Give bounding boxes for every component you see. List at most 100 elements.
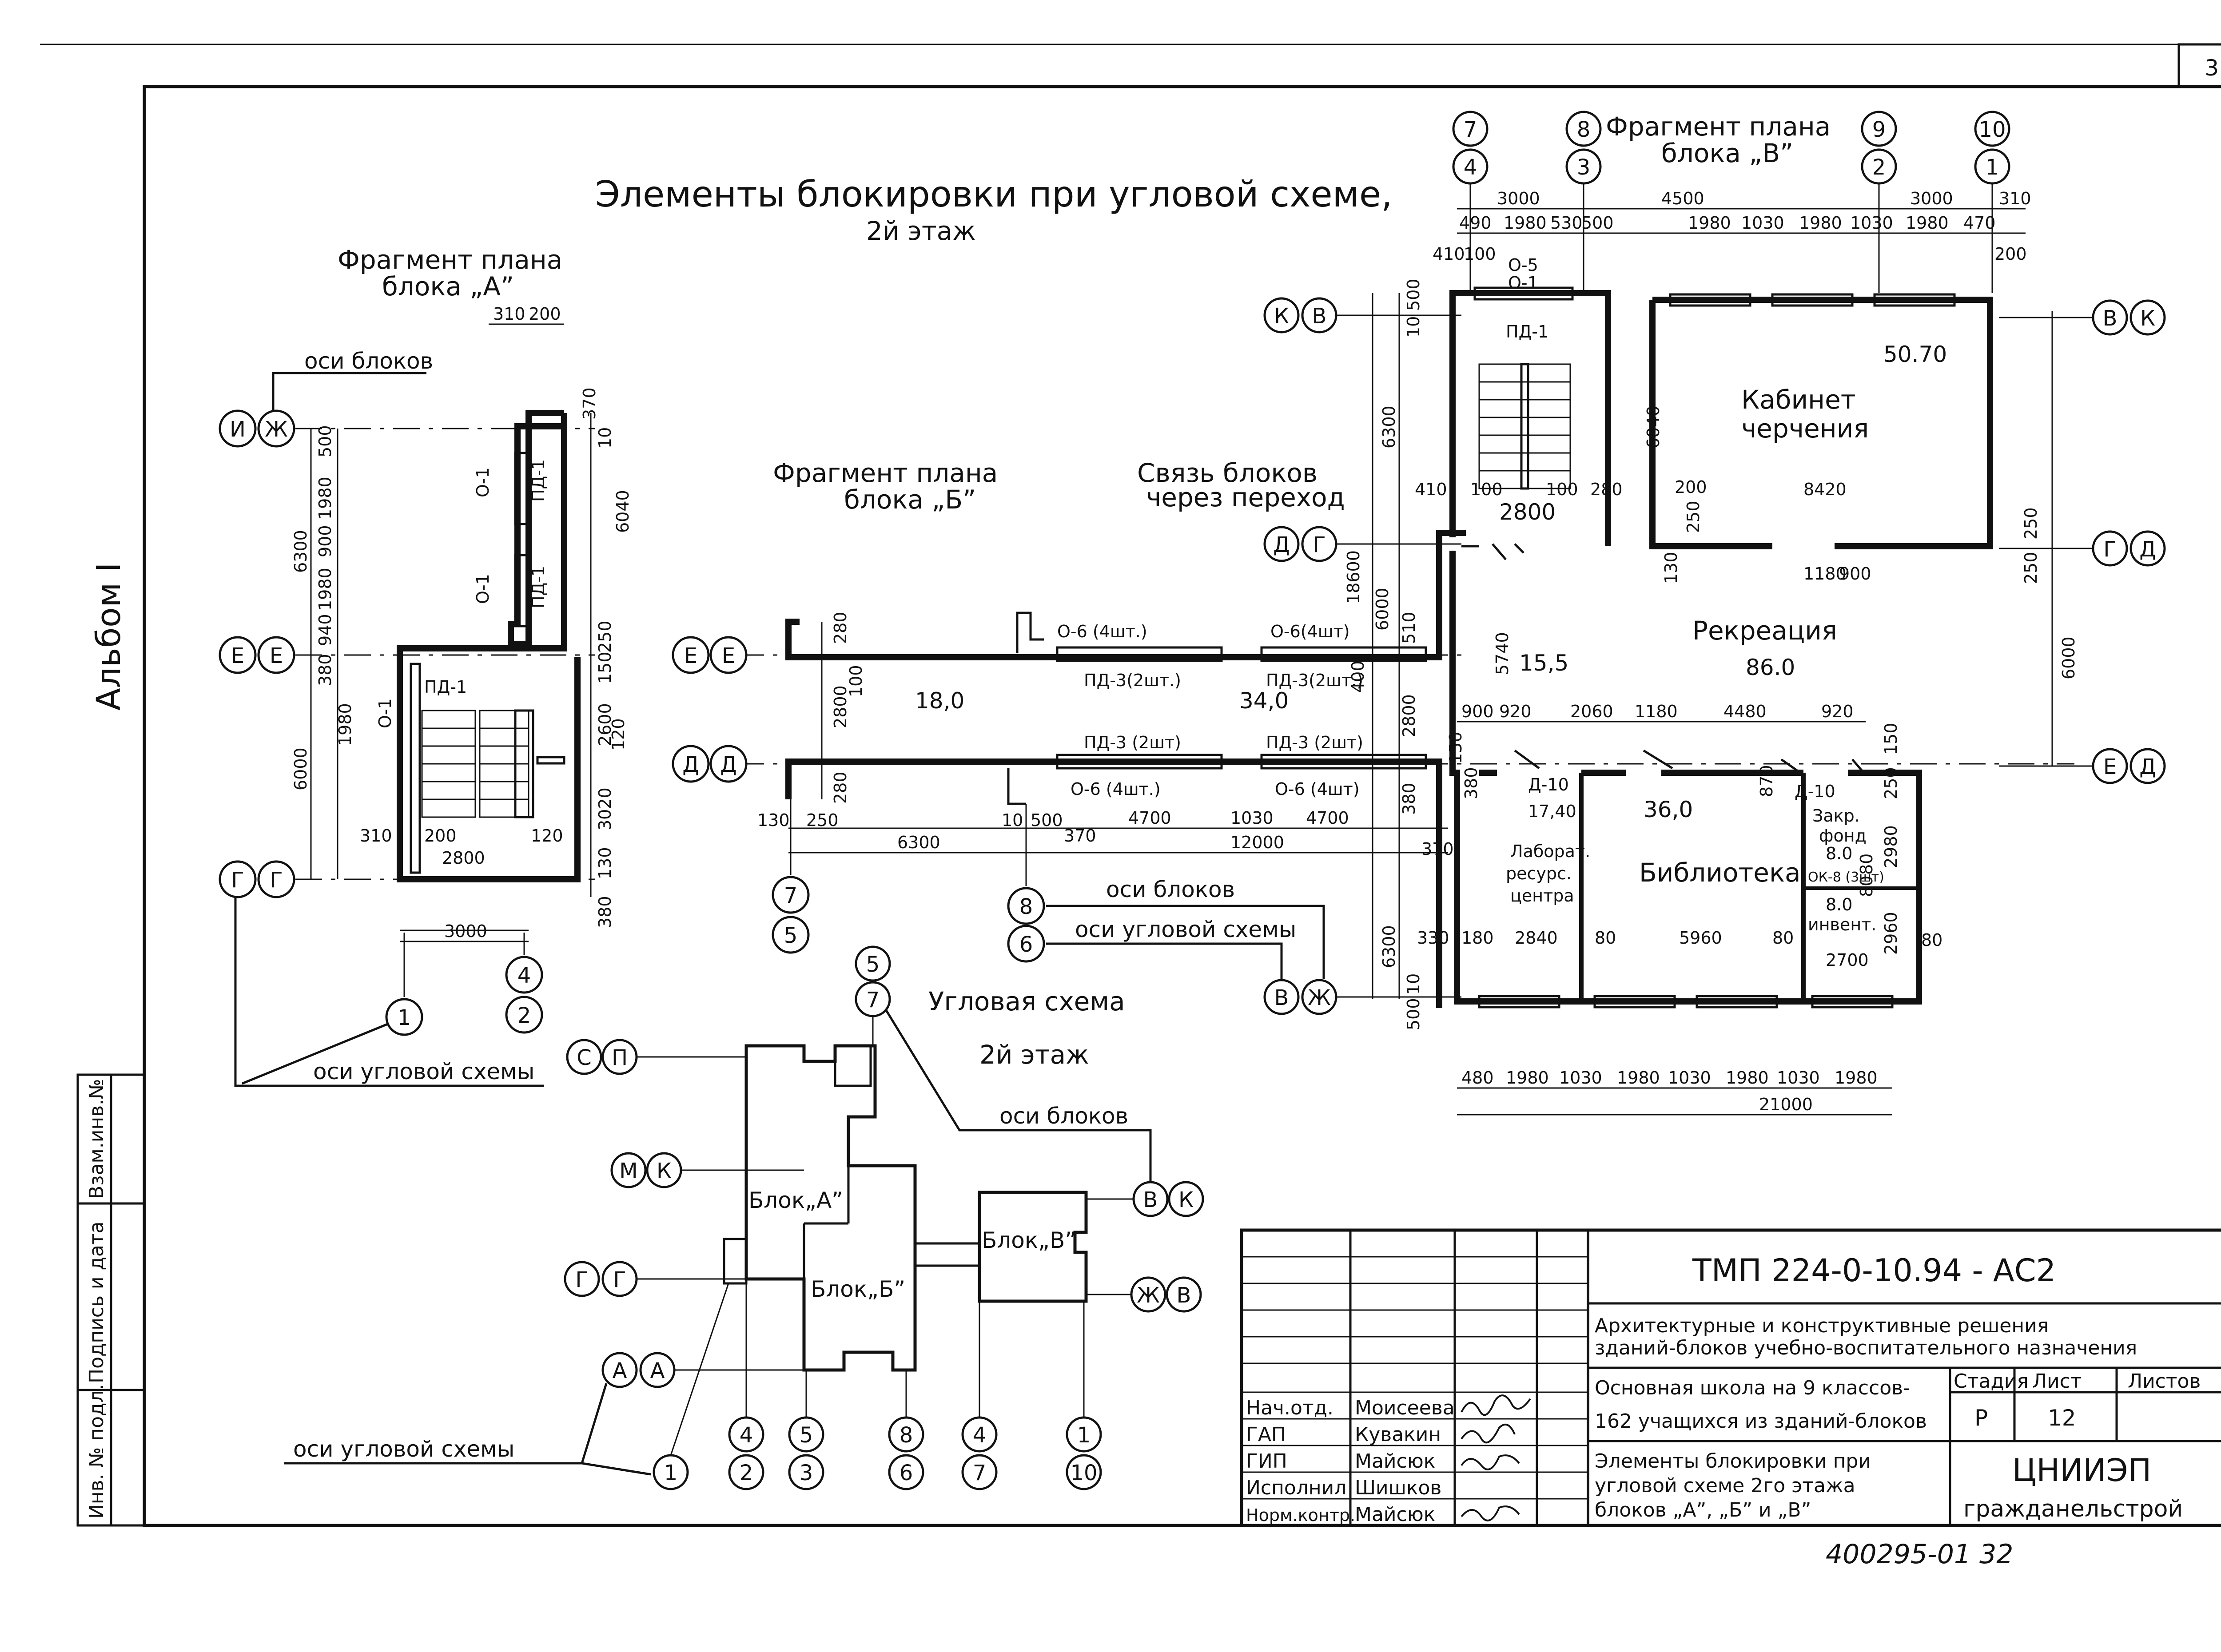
dim-text: 6300 bbox=[291, 530, 310, 573]
dim-text: 310 bbox=[493, 304, 525, 324]
dim-text: 250 bbox=[1881, 767, 1901, 799]
dim-text: 2060 bbox=[1570, 702, 1613, 721]
block-b-leader-corner bbox=[1046, 942, 1283, 979]
side-stamp: Инв. № подл. Подпись и дата Взам.инв.№ bbox=[76, 1073, 146, 1527]
dim-text: 2700 bbox=[1826, 950, 1869, 970]
dim-text: 1980 bbox=[315, 568, 335, 611]
dim-text: 280 bbox=[831, 612, 850, 644]
dim-text: 370 bbox=[1064, 826, 1096, 846]
dim-text: 870 bbox=[1757, 765, 1776, 797]
room-name-library: Библиотека bbox=[1639, 858, 1801, 888]
axis-bubble bbox=[855, 981, 891, 1017]
block-a-wall bbox=[508, 410, 564, 647]
sheet-title-2: угловой схеме 2го этажа bbox=[1595, 1474, 1855, 1497]
axis-label: 2 bbox=[1872, 155, 1886, 180]
dim-text: 2800 bbox=[442, 848, 485, 868]
axis-bubble bbox=[385, 998, 423, 1036]
axis-label: 1 bbox=[398, 1005, 411, 1030]
axis-label: Г bbox=[2103, 537, 2116, 562]
dim-text: 10 bbox=[1002, 810, 1023, 830]
axis-label: Е bbox=[2103, 755, 2117, 779]
axis-label: Д bbox=[720, 752, 737, 777]
dim-text: 3000 bbox=[444, 921, 487, 941]
dim-text: 1180 bbox=[1635, 702, 1678, 721]
dim-text: 2960 bbox=[1881, 912, 1901, 955]
block-a-wall bbox=[397, 413, 581, 882]
dim-text: 80 bbox=[1857, 854, 1876, 875]
dim-text: 410 bbox=[1415, 480, 1447, 499]
org-name-1: ЦНИИЭП bbox=[2012, 1452, 2151, 1489]
dim-text: 10 bbox=[1404, 973, 1423, 995]
cabinet-wall bbox=[1652, 297, 1993, 549]
axis-label: В bbox=[1312, 304, 1327, 329]
dim-text: 900 bbox=[1839, 564, 1871, 584]
axis-label: Д bbox=[2139, 537, 2156, 562]
block-b-title-2: блока „Б” bbox=[844, 484, 976, 515]
role: Исполнил bbox=[1246, 1477, 1346, 1499]
stair-room-wall bbox=[1449, 290, 1611, 546]
scheme-leader-corner-text: оси угловой схемы bbox=[293, 1436, 514, 1462]
dim-text: 3000 bbox=[1910, 189, 1953, 208]
dim-text: 310 bbox=[1999, 189, 2031, 208]
dim-text: 18600 bbox=[1344, 550, 1363, 604]
block-a-label: О-1 bbox=[473, 467, 493, 497]
dim-text: 900 bbox=[315, 525, 335, 557]
room-name-fund: Закр. bbox=[1812, 806, 1860, 826]
dim-text: 500 bbox=[1404, 998, 1423, 1030]
block-a-window bbox=[410, 663, 421, 874]
dim-text: 5960 bbox=[1679, 928, 1722, 948]
axis-label: Ж bbox=[1137, 1283, 1160, 1308]
dim-text: 1030 bbox=[1850, 213, 1893, 233]
dim-text: 2980 bbox=[1881, 825, 1901, 868]
block-a-label: ПД-1 bbox=[529, 566, 548, 608]
axis-label: 1 bbox=[664, 1461, 678, 1485]
block-v-label: ПД-1 bbox=[1506, 322, 1548, 342]
axis-bubble bbox=[610, 1152, 647, 1188]
dim-text: 6000 bbox=[2059, 636, 2078, 679]
window-label: О-6(4шт) bbox=[1270, 622, 1350, 641]
corner-scheme: Угловая схема 2й этаж Блок„А” Блок„Б” Бл… bbox=[284, 945, 1204, 1490]
role-name: Майсюк bbox=[1355, 1450, 1435, 1473]
scheme-title-2: 2й этаж bbox=[979, 1040, 1089, 1070]
block-a-stair bbox=[421, 709, 565, 818]
axis-bubble bbox=[257, 636, 295, 674]
object-title-2: 162 учащихся из зданий-блоков bbox=[1595, 1410, 1927, 1433]
block-a-fragment: Фрагмент плана блока „А” оси блоков И Ж … bbox=[219, 245, 633, 1087]
axis-label: 4 bbox=[740, 1423, 753, 1448]
window-label: О-6 (4шт.) bbox=[1071, 779, 1161, 799]
door-label: ПД-3 (2шт) bbox=[1266, 733, 1363, 752]
room-name-recreation: Рекреация bbox=[1692, 616, 1837, 646]
block-b-wall bbox=[785, 530, 1466, 660]
axis-label: Ж bbox=[265, 417, 288, 442]
axis-label: Д bbox=[682, 752, 699, 777]
dim-text: 370 bbox=[580, 387, 599, 420]
dim-text: 6300 bbox=[1379, 925, 1399, 968]
axis-bubble bbox=[1565, 148, 1602, 185]
axis-bubble bbox=[1861, 148, 1897, 185]
page-number-box bbox=[2177, 43, 2221, 88]
axis-label: 7 bbox=[1464, 117, 1477, 142]
role: ГАП bbox=[1246, 1423, 1286, 1446]
dim-text: 1030 bbox=[1777, 1068, 1820, 1088]
dim-text: 21000 bbox=[1759, 1095, 1813, 1114]
dim-text: 80 bbox=[1772, 928, 1794, 948]
stage-header: Стадия bbox=[1954, 1370, 2029, 1393]
axis-bubble bbox=[566, 1039, 602, 1075]
room-area-inventory: 8.0 bbox=[1826, 895, 1852, 914]
axis-label: 7 bbox=[973, 1461, 987, 1485]
axis-bubble bbox=[1263, 526, 1300, 562]
door-pd1 bbox=[514, 452, 530, 525]
axis-label: С bbox=[577, 1045, 592, 1070]
axis-label: Д bbox=[1273, 532, 1290, 557]
axis-bubble bbox=[855, 945, 891, 982]
room-area-recreation: 86.0 bbox=[1746, 655, 1795, 680]
door-label: ПД-3 (2шт) bbox=[1084, 733, 1181, 752]
window-label: О-6 (4шт.) bbox=[1057, 622, 1147, 641]
dim-text: 2840 bbox=[1515, 928, 1558, 948]
scheme-leader-blocks bbox=[885, 1009, 1152, 1181]
dim-text: 200 bbox=[424, 826, 457, 846]
axis-label: К bbox=[657, 1159, 672, 1183]
axis-bubble bbox=[1007, 925, 1045, 963]
dim-text: 6000 bbox=[1373, 588, 1392, 631]
block-b-leader-blocks-text: оси блоков bbox=[1106, 877, 1235, 902]
